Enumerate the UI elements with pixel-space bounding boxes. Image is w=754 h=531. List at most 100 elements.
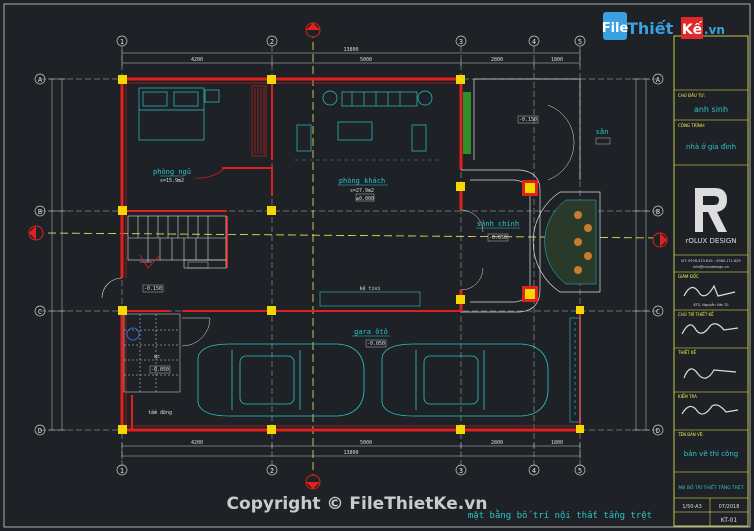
axis-bubble-col-4: 4	[528, 35, 540, 47]
svg-text:A: A	[656, 76, 661, 84]
bath-label: tắm đứng	[148, 409, 172, 416]
structural-columns	[118, 75, 584, 434]
tb-sign4-label: KIỂM TRA	[678, 394, 697, 399]
signature-director	[683, 284, 736, 297]
hall-level: -0.050	[489, 235, 507, 241]
section-marker-bottom	[305, 474, 321, 490]
garden-level-tag	[517, 115, 539, 124]
tb-sign3-label: THIẾT KẾ	[677, 349, 696, 355]
axis-bubble-row-b: B	[34, 205, 46, 217]
axis-bubble-row-d: D	[34, 424, 46, 436]
wc-door-swing	[181, 317, 211, 347]
top-dim-2: 5000	[360, 57, 372, 63]
tb-project-label: CÔNG TRÌNH:	[678, 123, 705, 128]
staircase	[127, 215, 227, 269]
garage-car-right	[381, 343, 549, 417]
logo-ke-text: Kế	[682, 21, 703, 38]
filethietke-logo: File Thiết Kế .vn	[602, 12, 725, 40]
section-marker-top	[305, 22, 321, 38]
svg-text:4: 4	[532, 467, 536, 475]
bottom-total-dimension: 13800	[343, 450, 358, 456]
axis-bubble-row-a-right: A	[652, 73, 664, 85]
drawing-caption: mặt bằng bố trí nội thất tầng trệt	[468, 509, 652, 521]
bottom-dimension-lines	[121, 443, 581, 459]
svg-text:A: A	[38, 76, 43, 84]
tb-owner: anh sinh	[694, 105, 728, 114]
tb-drawing-name: bản vẽ thi công	[684, 450, 738, 458]
entry-pillar-bottom	[522, 286, 538, 302]
logo-file-text: File	[602, 21, 629, 36]
tb-sign2-label: CHỦ TRÌ THIẾT KẾ	[678, 311, 714, 317]
top-dim-1: 4200	[191, 57, 203, 63]
axis-bubble-col-4-bottom: 4	[528, 464, 540, 476]
bedroom-wardrobe	[251, 85, 267, 157]
svg-text:C: C	[656, 308, 660, 316]
bottom-dim-3: 2800	[491, 440, 503, 446]
garden-planter	[463, 92, 471, 154]
tb-scale: 1/50-A3	[682, 504, 702, 510]
garage-side-gate	[569, 317, 581, 423]
axis-label-col-1: 1	[120, 38, 124, 46]
axis-bubble-col-5-bottom: 5	[574, 464, 586, 476]
room-area-bedroom: s=15.9m2	[160, 178, 184, 184]
garden-marker	[595, 137, 611, 145]
axis-bubble-row-c: C	[34, 305, 46, 317]
room-area-living: s=27.9m2	[350, 188, 374, 194]
room-name-wc: wc	[154, 354, 160, 360]
tb-date: 07/2018	[719, 504, 740, 510]
top-dim-3: 2800	[491, 57, 503, 63]
curved-garden-bed	[532, 191, 601, 293]
svg-text:B: B	[38, 208, 42, 216]
axis-bubble-row-c-right: C	[652, 305, 664, 317]
hall-level-tag	[487, 233, 509, 242]
axis-bubble-col-1-bottom: 1	[116, 464, 128, 476]
svg-text:5: 5	[578, 467, 582, 475]
bedroom-door-swing	[194, 167, 226, 179]
tb-sheet-title: MB BỐ TRÍ THIẾT TẦNG TRỆT	[678, 483, 743, 491]
section-marker-right	[652, 232, 668, 248]
axis-label-col-3: 3	[459, 38, 463, 46]
garage-car-left	[197, 343, 365, 417]
wc-toilet-icon	[126, 327, 140, 341]
axis-label-col-4: 4	[532, 38, 536, 46]
svg-text:C: C	[38, 308, 42, 316]
living-level-tag	[355, 193, 375, 202]
title-block	[673, 35, 749, 527]
tv-cabinet-label: kệ tivi	[359, 285, 380, 292]
svg-text:D: D	[38, 427, 42, 435]
right-dimension-lines	[632, 78, 650, 431]
entry-pillar-top	[522, 180, 538, 196]
top-total-dimension: 13800	[343, 47, 358, 53]
garage-level: -0.050	[367, 341, 385, 347]
copyright-watermark: Copyright © FileThietKe.vn	[227, 494, 488, 514]
section-marker-left	[28, 225, 44, 241]
entrance-canopy	[461, 78, 581, 313]
bottom-dim-1: 4200	[191, 440, 203, 446]
axis-label-col-5: 5	[578, 38, 582, 46]
signature-lead	[681, 323, 739, 335]
stair-direction-arrow	[139, 254, 161, 269]
axis-bubble-col-3: 3	[455, 35, 467, 47]
logo-vn-text: .vn	[704, 23, 725, 37]
hall-door-swings	[460, 104, 575, 291]
stair-level-tag	[187, 261, 209, 269]
axis-bubble-col-2-bottom: 2	[266, 464, 278, 476]
bedroom-bed	[138, 87, 220, 141]
lobby-level-tag	[142, 284, 164, 293]
svg-text:2: 2	[270, 467, 274, 475]
tb-project: nhà ở gia đình	[686, 143, 736, 151]
room-name-hall: sảnh chính	[477, 220, 519, 228]
room-name-garden: sân	[596, 128, 609, 136]
tb-sheet-no: KT-01	[721, 517, 738, 524]
logo-thiet-text: Thiết	[627, 19, 674, 38]
wc-area	[123, 313, 181, 393]
tv-cabinet	[319, 291, 421, 307]
sheet-border	[3, 3, 751, 528]
svg-text:1: 1	[120, 467, 124, 475]
wc-level: -0.050	[151, 367, 169, 373]
tb-sign1-name: KTS. Nguyễn Văn Tú	[694, 302, 729, 307]
bottom-dim-2: 5000	[360, 440, 372, 446]
bottom-dim-4: 1800	[551, 440, 563, 446]
room-name-living: phòng khách	[339, 177, 385, 185]
